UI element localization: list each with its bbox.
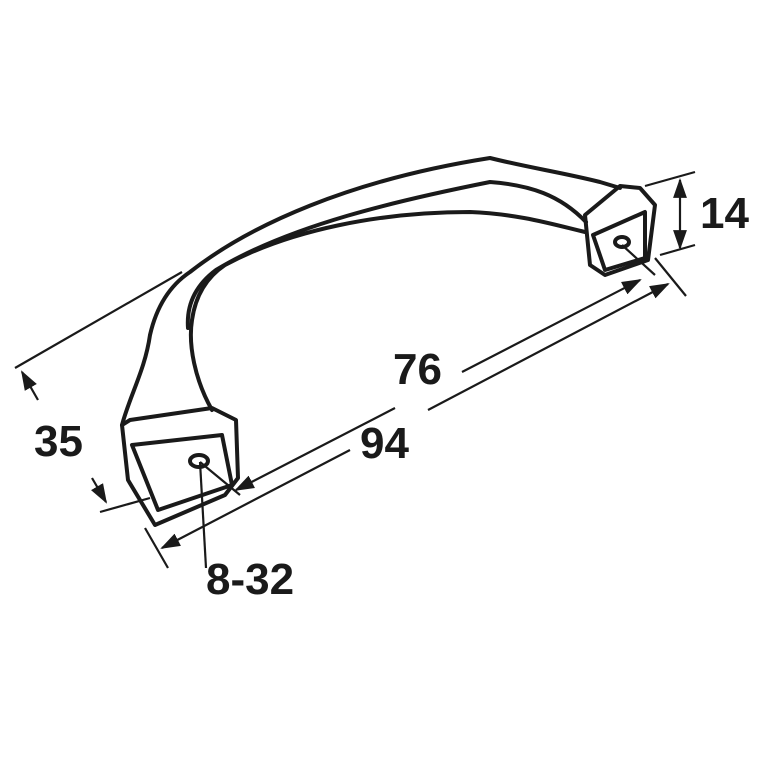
thread-label: 8-32	[206, 555, 294, 604]
dimension-35: 35	[34, 417, 83, 466]
dimension-94: 94	[360, 419, 409, 468]
dimension-lines	[14, 170, 696, 569]
handle-outline	[120, 156, 657, 527]
dimension-76: 76	[393, 345, 442, 394]
dimension-14: 14	[700, 189, 749, 238]
